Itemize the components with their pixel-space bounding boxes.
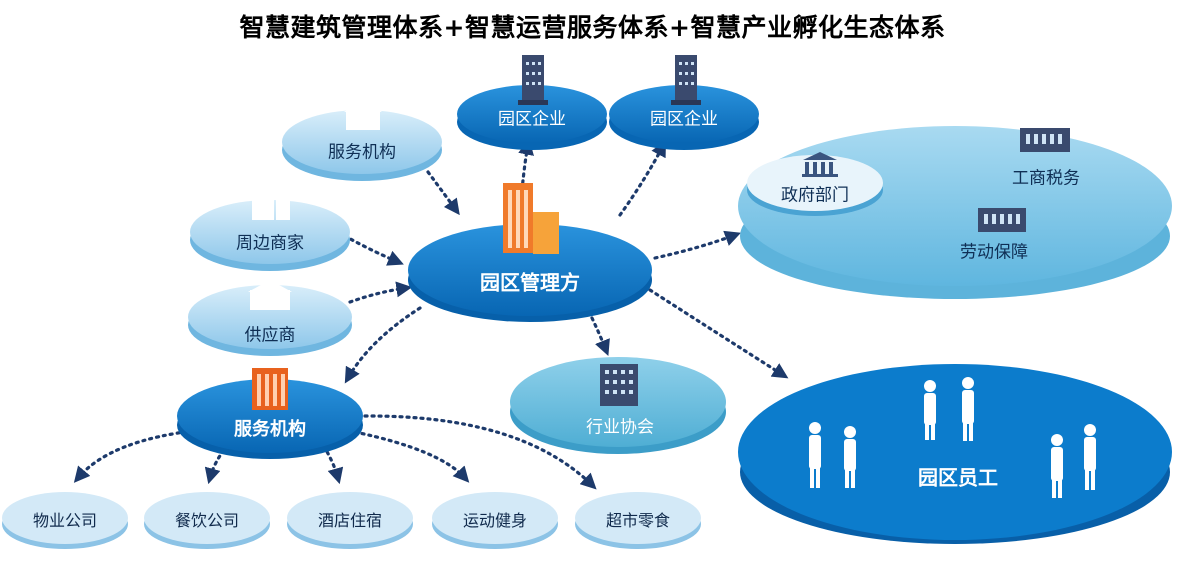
arrow-service-to-leaf5 <box>363 414 597 490</box>
warehouse-icon <box>248 280 292 310</box>
park-manager-node <box>408 224 652 322</box>
arrow-manager-to-service <box>344 306 422 384</box>
people-icon <box>809 377 1096 498</box>
skyscraper-icon <box>503 183 559 254</box>
leaf-nodes <box>2 492 701 549</box>
page-title: 智慧建筑管理体系+智慧运营服务体系+智慧产业孵化生态体系 <box>239 13 946 42</box>
enterprise-node-2 <box>609 85 759 150</box>
leaf-node-1 <box>2 492 128 549</box>
office-icon <box>344 100 382 130</box>
government-icon <box>802 152 838 177</box>
arrow-manager-to-gov <box>653 230 741 260</box>
apartment-icon <box>252 188 290 220</box>
service-org-top-node <box>282 110 442 181</box>
arrow-merchants-to-manager <box>343 234 404 266</box>
arrow-service-to-leaf4 <box>353 430 470 483</box>
employee-platform <box>738 364 1172 544</box>
building-icon <box>518 55 548 105</box>
arrow-manager-to-employees <box>648 288 789 379</box>
arrow-service-to-leaf3 <box>318 438 344 485</box>
arrow-manager-to-enterprise2 <box>618 140 666 217</box>
leaf-node-4 <box>432 492 558 549</box>
leaf-node-5 <box>575 492 701 549</box>
building-icon <box>671 55 701 105</box>
arrow-manager-to-industry <box>590 316 610 356</box>
building-icon <box>252 368 288 410</box>
supplier-node <box>188 285 352 356</box>
arrow-supplier-to-manager <box>348 281 413 304</box>
gov-dept-node <box>747 155 883 216</box>
arrow-service-to-leaf1 <box>73 428 202 483</box>
leaf-node-2 <box>144 492 270 549</box>
service-org-main-node <box>177 379 363 459</box>
enterprise-node-1 <box>457 85 607 150</box>
leaf-node-3 <box>287 492 413 549</box>
arrow-service-to-manager <box>426 170 460 216</box>
merchants-node <box>190 200 350 271</box>
